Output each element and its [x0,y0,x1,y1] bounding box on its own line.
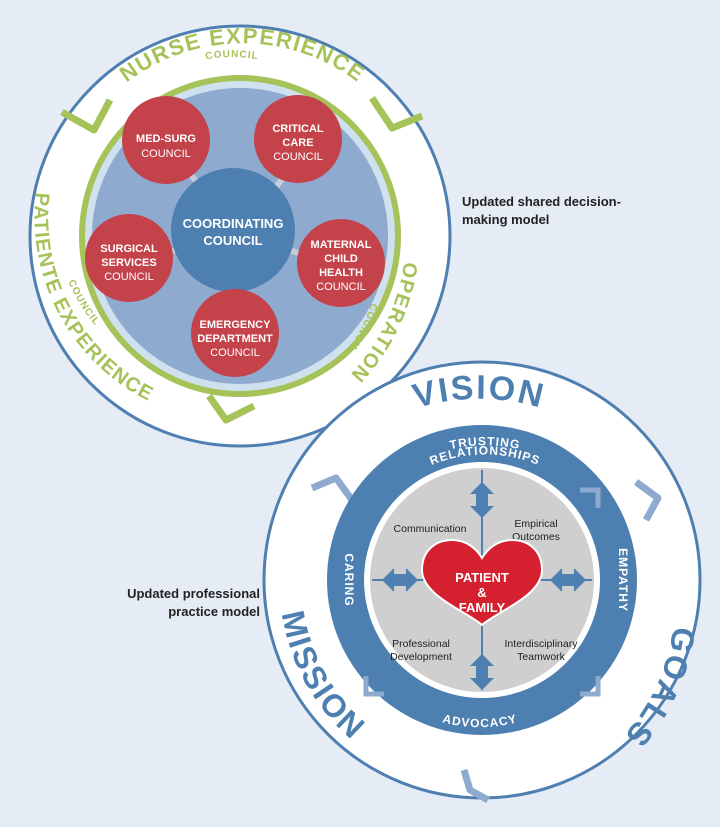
med-surg-council: MED-SURG COUNCIL [122,96,210,184]
emergency-department-council: EMERGENCY DEPARTMENT COUNCIL [191,289,279,377]
critical-care-council: CRITICAL CARE COUNCIL [254,95,342,183]
professional-practice-model: Communication Empirical Outcomes Profess… [262,360,702,804]
arrow-top-icon [470,482,494,518]
corner-marks [363,487,601,697]
arrow-left-icon [382,568,418,592]
caption-line: making model [462,212,550,227]
nurse-experience-sub: COUNCIL [205,49,260,62]
heart-line-1: PATIENT [455,570,509,585]
coordinating-line-2: COUNCIL [203,233,262,248]
caring-label: CARING [342,553,356,606]
corner-mark-icon [363,676,384,697]
coordinating-line-1: COORDINATING [183,216,284,231]
chevron-bottom-icon-2 [460,768,490,804]
heart-line-2: & [477,585,486,600]
caption-line: Updated shared decision- [462,194,621,209]
caption-line: practice model [168,604,260,619]
surgical-services-council: SURGICAL SERVICES COUNCIL [85,214,173,302]
advocacy-label: ADVOCACY [441,711,518,730]
bidirectional-arrow-icons [382,482,586,690]
med-surg-line-2: COUNCIL [141,148,191,160]
empirical-line-2: Outcomes [512,531,560,543]
maternal-line-4: COUNCIL [316,281,366,293]
maternal-line-2: CHILD [324,253,358,265]
shared-decision-model: COORDINATING COUNCIL MED-SURG COUNCIL CR… [28,23,452,448]
heart-line-3: FAMILY [459,600,506,615]
interdisciplinary-line-2: Teamwork [517,651,566,663]
interdisciplinary-line-1: Interdisciplinary [505,638,579,650]
surgical-line-1: SURGICAL [100,243,158,255]
shared-model-caption: Updated shared decision- making model [462,193,662,229]
practice-model-caption: Updated professional practice model [60,585,260,621]
maternal-line-3: HEALTH [319,267,363,279]
empathy-label: EMPATHY [616,548,630,612]
emergency-line-1: EMERGENCY [200,319,272,331]
emergency-line-3: COUNCIL [210,347,260,359]
corner-mark-icon [580,487,601,508]
communication-label: Communication [394,523,467,535]
critical-care-line-3: COUNCIL [273,151,323,163]
arrow-bottom-icon [470,654,494,690]
emergency-line-2: DEPARTMENT [197,333,273,345]
chevron-right-icon-2 [633,479,662,522]
chevron-right-icon [369,96,424,132]
critical-care-line-1: CRITICAL [272,123,324,135]
corner-mark-icon [580,676,601,697]
critical-care-line-2: CARE [282,137,313,149]
med-surg-line-1: MED-SURG [136,133,196,145]
trusting-label: TRUSTING [448,434,521,452]
heart-icon [420,538,544,627]
professional-line-1: Professional [392,638,450,650]
arrow-right-icon [550,568,586,592]
chevron-left-icon-2 [310,474,355,503]
chevron-left-icon [60,98,114,134]
chevron-bottom-icon [206,393,256,424]
maternal-child-health-council: MATERNAL CHILD HEALTH COUNCIL [297,219,385,307]
surgical-line-2: SERVICES [101,257,156,269]
empirical-line-1: Empirical [514,518,557,530]
surgical-line-3: COUNCIL [104,271,154,283]
coordinating-council [171,168,295,292]
professional-line-2: Development [390,651,452,663]
caption-line: Updated professional [127,586,260,601]
maternal-line-1: MATERNAL [311,239,372,251]
